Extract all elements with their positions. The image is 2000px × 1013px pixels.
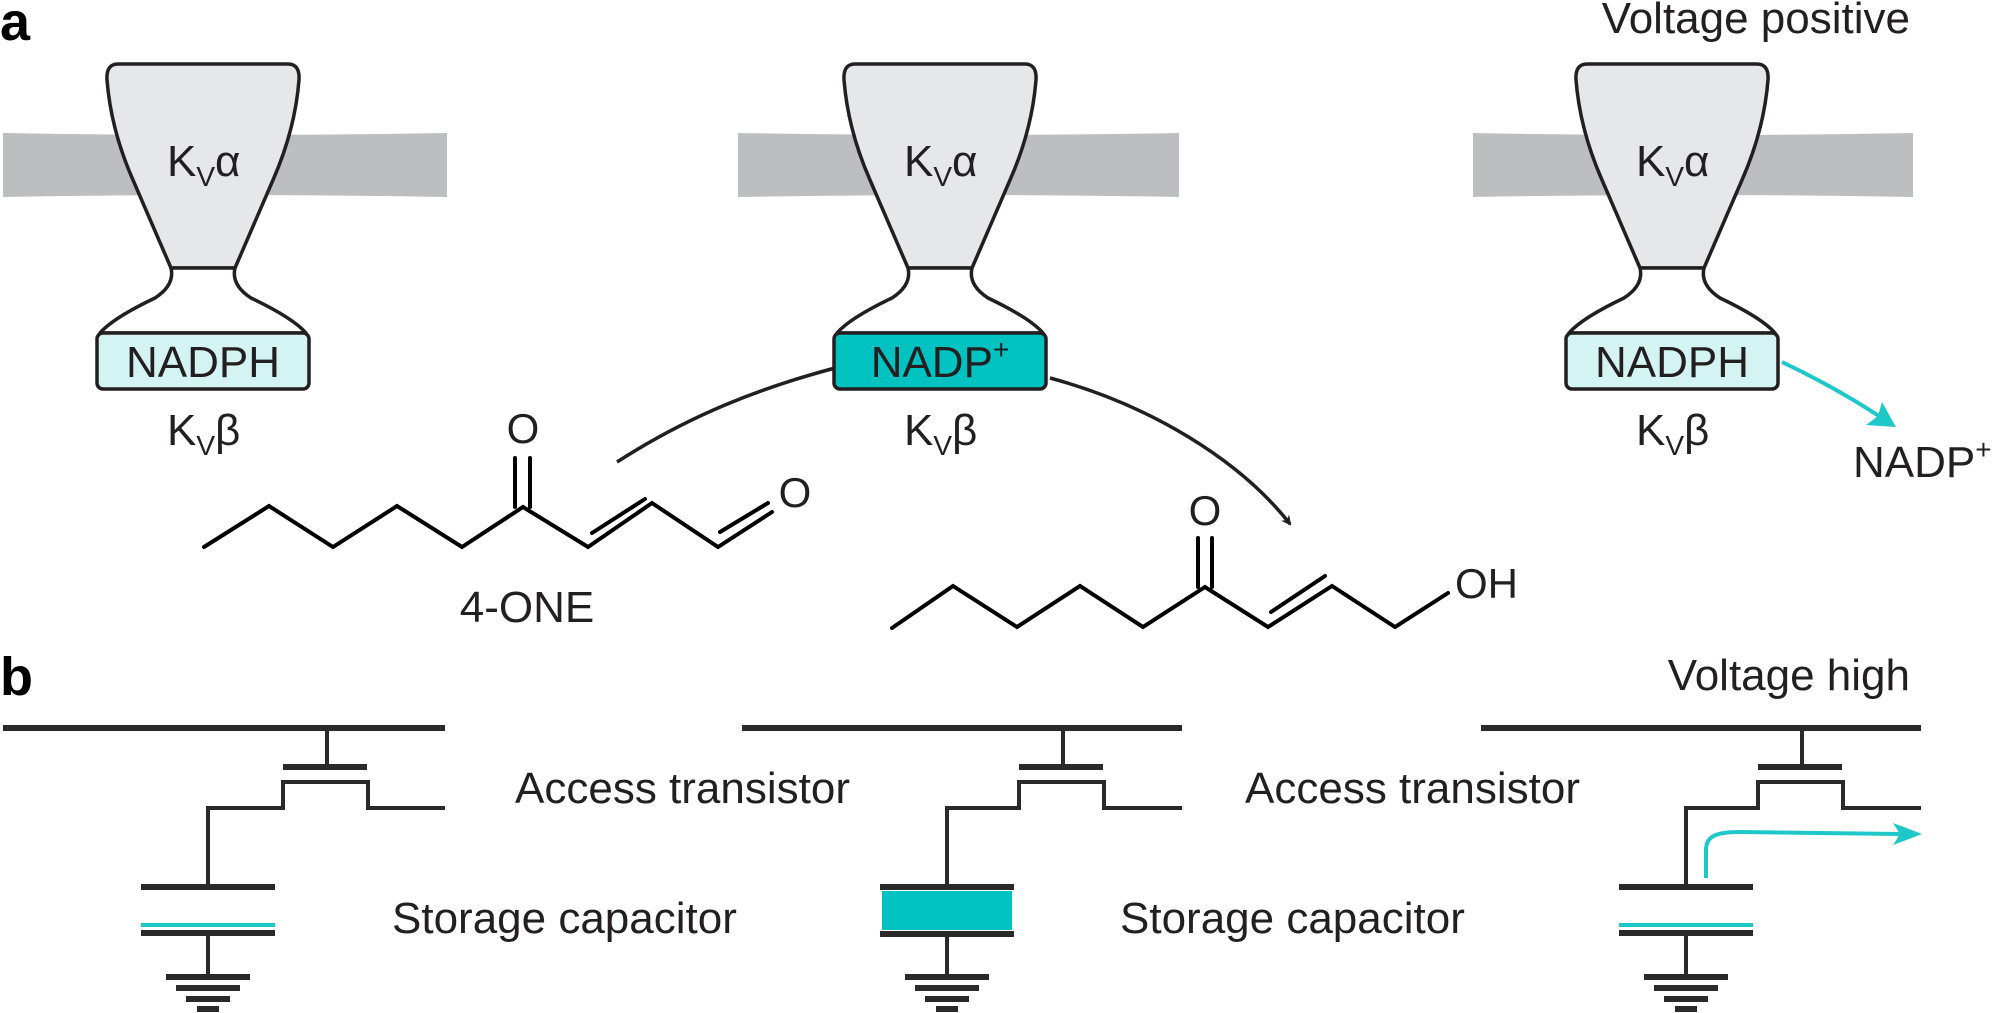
panel-a-label: a xyxy=(0,0,31,52)
product-ketone-oxygen: O xyxy=(1189,487,1222,534)
storage-capacitor-label-2: Storage capacitor xyxy=(1120,894,1465,943)
storage-capacitor-label-1: Storage capacitor xyxy=(392,894,737,943)
voltage-positive-label: Voltage positive xyxy=(1602,0,1910,43)
discharge-current-arrow xyxy=(1704,829,1901,878)
dram-cells xyxy=(3,725,1921,1012)
released-nadp-label: NADP+ xyxy=(1853,434,1992,487)
dram-cell xyxy=(1481,725,1921,1012)
kv-alpha-label: KVα xyxy=(1636,137,1709,192)
panel-b-label: b xyxy=(0,647,33,707)
aldehyde-oxygen: O xyxy=(779,469,812,516)
nadp-release-arrow xyxy=(1781,360,1887,422)
dram-cell xyxy=(742,725,1182,1012)
product-molecule: O OH xyxy=(890,487,1518,630)
substrate-name: 4-ONE xyxy=(460,583,594,632)
kv-beta-label: KVβ xyxy=(167,406,240,461)
ketone-oxygen: O xyxy=(507,405,540,452)
kv-beta-label: KVβ xyxy=(904,406,977,461)
nadph-box xyxy=(1564,331,1780,391)
reaction-arc-in xyxy=(616,366,836,464)
dram-cell xyxy=(3,725,445,1012)
voltage-high-label: Voltage high xyxy=(1668,651,1910,700)
nadp-release-arrowhead xyxy=(1866,402,1896,427)
cofactor-label: NADPH xyxy=(126,338,280,387)
reaction-arc-out xyxy=(1049,376,1292,526)
kv-alpha-label: KVα xyxy=(167,137,240,192)
kv-linker xyxy=(1567,266,1777,335)
access-transistor-label-2: Access transistor xyxy=(1245,764,1580,813)
transistor-channel xyxy=(945,780,1182,886)
access-transistor-label-1: Access transistor xyxy=(515,764,850,813)
hydroxyl-label: OH xyxy=(1455,560,1518,607)
nadp-plus-box xyxy=(832,331,1048,391)
substrate-4-one: O O 4-ONE xyxy=(202,405,812,632)
discharge-current-arrowhead xyxy=(1893,823,1922,845)
kv-linker xyxy=(835,266,1045,335)
stored-charge xyxy=(882,891,1012,930)
nadph-box xyxy=(95,331,311,391)
kv-alpha-label: KVα xyxy=(904,137,977,192)
transistor-channel xyxy=(206,780,445,886)
cofactor-label: NADPH xyxy=(1595,338,1749,387)
kv-linker xyxy=(98,266,308,335)
transistor-channel xyxy=(1684,780,1921,886)
cofactor-label: NADP+ xyxy=(871,334,1010,387)
kv-beta-label: KVβ xyxy=(1636,406,1709,461)
